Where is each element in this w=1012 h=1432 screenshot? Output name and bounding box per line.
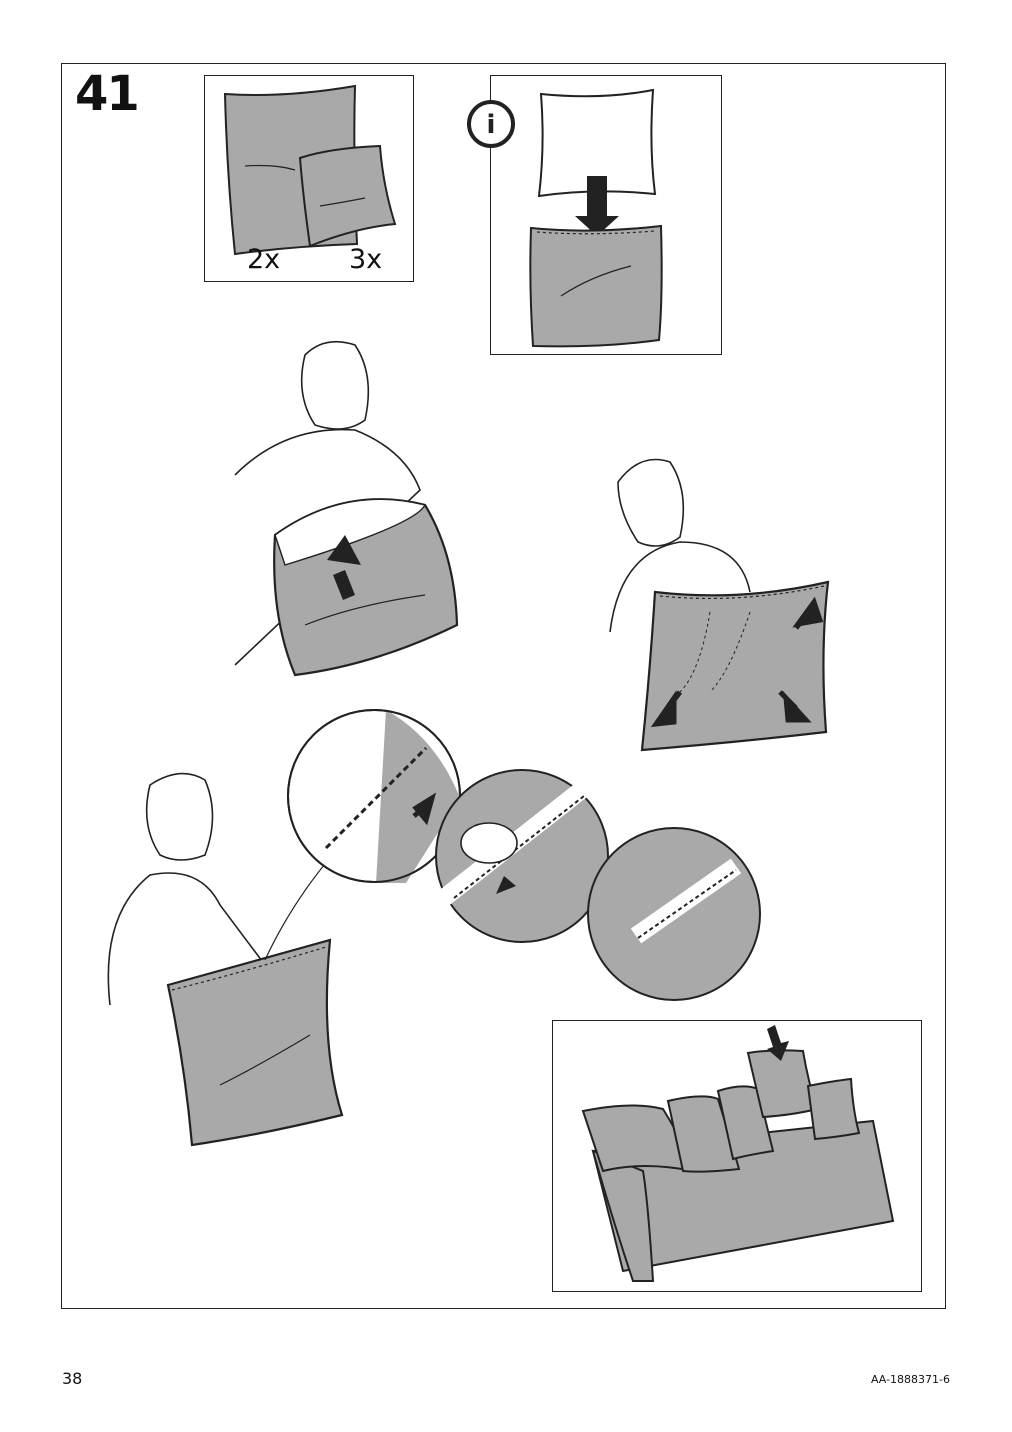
up-arrow-icon [327,535,361,600]
small-cushion-quantity: 3x [349,244,383,275]
step-number: 41 [75,66,140,122]
corner-arrow-top-right-icon [792,596,824,630]
place-cushion-arrow-icon [767,1025,789,1061]
zipper-arrow-icon [412,792,437,826]
large-cushion-quantity: 2x [247,244,281,275]
sofa-panel [552,1020,922,1292]
page-number: 38 [62,1369,83,1388]
cushion-count-panel: 2x 3x [204,75,414,282]
down-arrow-icon [575,176,619,236]
info-icon-glyph: i [487,110,496,140]
info-panel: i [467,75,722,355]
corner-arrow-bottom-right-icon [778,690,812,723]
close-zipper-illustration [107,772,361,1147]
document-code: AA-1888371-6 [870,1373,950,1386]
insert-pad-illustration [529,88,663,348]
step-frame [61,63,946,1309]
zipper-pull-arrow-icon [496,876,516,894]
open-cover-illustration [234,340,459,677]
corner-arrow-bottom-left-icon [650,689,683,728]
fill-corners-illustration [609,458,830,752]
zipper-detail-circle-1 [287,709,461,883]
cushion-covers-illustration [223,84,397,256]
info-icon: i [467,100,515,148]
sofa-with-cushions-illustration [581,1025,895,1282]
zipper-detail-circle-3 [587,827,761,1001]
zipper-detail-circle-2 [435,769,609,943]
